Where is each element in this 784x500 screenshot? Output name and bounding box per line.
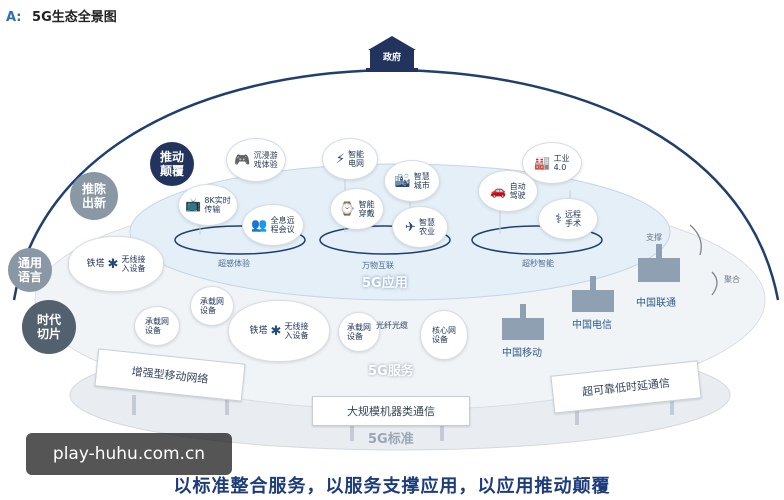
innovate-circle: 推陈 出新 [70,172,118,220]
watch-icon: ⌚ [339,201,356,217]
svc-bearer-3: 承载网 设备 [338,312,380,352]
factory-icon: 🏭 [534,155,551,171]
wireless-center-label: 无线接 入设备 [284,322,309,340]
svc-core: 核心网 设备 [420,310,468,360]
tower-icon: ✱ [270,323,282,339]
svc-bearer-1: 承载网 设备 [190,286,234,326]
car-icon: 🚗 [490,183,507,199]
header-prefix: A: [6,10,22,25]
ring-middle-label: 万物互联 [362,261,394,270]
app-wearable: ⌚智能 穿戴 [330,188,384,230]
slogan: 以标准整合服务，以服务支撑应用，以应用推动颠覆 [173,476,611,497]
surgery-icon: ⚕ [554,211,563,227]
ring-right-label: 超秒智能 [522,259,554,268]
app-smart-city: 🏙智慧 城市 [384,160,440,202]
ring-right [471,225,603,255]
gamepad-icon: 🎮 [234,152,251,168]
ring-middle [319,225,451,255]
app-agriculture: ✈智慧 农业 [392,206,448,248]
push-disrupt-circle: 推动 颠覆 [150,142,194,186]
tv-icon: 📺 [185,197,202,213]
app-industry-4: 🏭工业 4.0 [522,142,582,184]
app-auto-drive: 🚗自动 驾驶 [478,170,538,212]
app-holo-meeting: 👥全息远 程会议 [242,204,304,246]
watermark: play-huhu.com.cn [26,433,232,475]
app-remote-surgery: ⚕远程 手术 [538,198,598,240]
svc-center-cluster: 铁塔 ✱ 无线接 入设备 [228,300,330,362]
app-8k-video: 📺8K实时 传输 [178,184,238,226]
support-label: 支撑 [646,233,662,242]
city-icon: 🏙 [394,173,411,189]
svc-left-cluster: 铁塔 ✱ 无线接 入设备 [68,236,164,292]
government-icon [366,36,418,72]
carrier-mobile: 中国移动 [502,348,542,359]
layer-app-label: 5G应用 [362,276,408,291]
svc-bearer-2: 承载网 设备 [134,306,180,346]
drone-icon: ✈ [405,219,416,235]
ring-left-label: 超感体验 [218,259,250,268]
carrier-unicom: 中国联通 [636,298,676,309]
page-title: 5G生态全景图 [32,10,117,25]
support-arrow [689,224,702,256]
meeting-icon: 👥 [251,217,268,233]
tower-left-label: 铁塔 [86,258,105,269]
common-language-circle: 通用 语言 [8,248,52,292]
era-slice-circle: 时代 切片 [22,300,76,354]
wireless-left-label: 无线接 入设备 [121,255,146,273]
layer-standard-label: 5G标准 [368,432,414,447]
standard-mmtc: 大规模机器类通信 [312,396,470,426]
tower-icon: ✱ [107,256,119,272]
fiber-label: 光纤光缆 [376,321,408,330]
power-tower-icon: ⚡ [335,151,346,167]
tower-center-label: 铁塔 [249,325,268,336]
app-vr-game: 🎮沉浸游 戏体验 [226,138,286,182]
carrier-buildings [502,244,680,340]
government-label: 政府 [382,53,401,63]
ring-left [174,225,306,255]
aggregate-label: 聚合 [724,275,740,284]
app-smart-grid: ⚡智能 电网 [322,138,378,180]
layer-service-label: 5G服务 [368,364,414,379]
aggregate-arrow [711,271,718,296]
carrier-telecom: 中国电信 [572,320,612,331]
page-header: A: 5G生态全景图 [6,6,117,25]
